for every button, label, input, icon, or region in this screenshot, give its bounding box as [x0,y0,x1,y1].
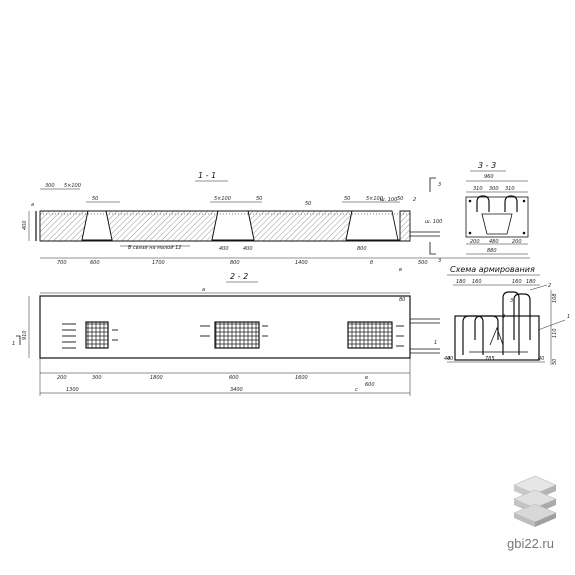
dim-2-910: 910 [22,330,28,340]
dim-bottom-1700: 1700 [152,260,165,266]
scheme-title: Схема армирования [450,265,535,274]
dim-2-200: 200 [57,375,67,381]
dim-2-1800: 1800 [150,375,163,381]
dim-top-50-e: 50 [305,201,311,207]
dim-height-400: 400 [22,220,28,230]
stirrup-a [462,315,484,355]
cavity-2 [211,210,255,241]
dim-bottom-1400: 1400 [295,260,308,266]
mark-s-2: 2 [548,283,551,289]
gbi-logo [512,474,558,528]
dim-bottom-400-b: 400 [243,246,253,252]
dim-top-5x100-a: 5×100 [64,183,81,189]
section-3-3-title: 3 - 3 [478,161,496,170]
dim-s-40-a: 40 [447,356,453,362]
dim-2-40: 40 [444,356,450,362]
dim-2-1300: 1300 [66,387,79,393]
dim-3-310-b: 310 [505,186,515,192]
dim-bottom-800: 800 [230,260,240,266]
annotation-note: В связи на малой 12 [128,245,181,251]
stirrup-c [502,291,520,355]
dim-bottom-600: 600 [90,260,100,266]
dim-top-5x100-c: 5×100 [366,196,383,202]
dim-2-80: 80 [399,297,405,303]
section-3-outline [465,196,529,238]
mark-2: 2 [413,197,416,203]
mark-3-top: 3 [438,182,441,188]
dim-top-50-c: 50 [256,196,262,202]
loop-left [476,195,490,212]
mark-v-1: в [399,267,402,273]
mark-v-2: в [365,375,368,381]
dim-s-50: 50 [552,359,558,365]
dim-3-200-b: 200 [512,239,522,245]
reinforcement-scheme: Схема армирования 180 160 160 180 2 3 4 … [447,265,570,365]
dim-2-1600: 1600 [295,375,308,381]
dim-top-5x100-b: 5×100 [214,196,231,202]
dim-bottom-500: 500 [418,260,428,266]
site-url-watermark[interactable]: gbi22.ru [507,536,554,551]
dim-3-300: 300 [489,186,499,192]
embed-grid-2 [214,321,260,349]
mark-b-1: б [370,260,373,266]
dim-s-180-b: 180 [526,279,536,285]
mark-a: а [31,202,34,208]
dim-3-310-a: 310 [473,186,483,192]
dim-3-880: 880 [487,248,497,254]
dim-bottom-400-a: 400 [219,246,229,252]
section-2-2: 2 - 2 а 80 1 40 910 1 [12,272,450,396]
cavity-3 [345,210,399,241]
stacked-slabs-icon [513,475,557,527]
mark-s-4: 4 [502,314,505,320]
dim-s-180-a: 180 [456,279,466,285]
mark-2-1-left: 1 [12,341,15,347]
mark-3-bottom: 3 [438,258,441,264]
dim-s-110: 110 [552,328,558,338]
stirrup-d [513,293,531,340]
section-2-2-title: 2 - 2 [230,272,248,281]
section-1-1: 1 - 1 300 5×100 50 5×100 50 50 5×100 50 … [22,171,530,273]
inner-trapezoid [481,213,513,235]
section-1-1-title: 1 - 1 [198,171,216,180]
dim-3-960: 960 [484,174,494,180]
mark-s-3: 3 [510,298,513,304]
mark-c: с [355,387,358,393]
loop-right [504,195,518,212]
dim-top-50-f: 50 [397,196,403,202]
label-sh100-a: ш. 100 [380,197,397,203]
embed-grid-1 [85,321,109,349]
dim-2-600-b: 600 [365,382,375,388]
label-sh100-b: ш. 100 [425,219,442,225]
scheme-outline [454,315,540,361]
dim-s-160-a: 160 [472,279,482,285]
dim-2-300: 300 [92,375,102,381]
mark-s-1: 1 [567,314,570,320]
dim-2-3400: 3400 [230,387,243,393]
embed-grid-3 [347,321,393,349]
dim-s-785: 785 [485,356,495,362]
mark-a-2: а [202,287,205,293]
stirrup-b [474,315,499,340]
dim-3-200-a: 200 [470,239,480,245]
dim-top-50-a: 50 [92,196,98,202]
section-3-3: 3 - 3 960 310 300 310 200 480 200 880 [465,161,529,255]
dim-top-300: 300 [45,183,55,189]
dim-bottom-700: 700 [57,260,67,266]
cavity-1 [81,210,113,241]
dim-s-108: 108 [552,293,558,303]
dim-2-600-a: 600 [229,375,239,381]
dim-3-480: 480 [489,239,499,245]
mark-2-1-right: 1 [434,340,437,346]
dim-s-160-b: 160 [512,279,522,285]
dim-bottom-800-b: 800 [357,246,367,252]
dim-top-50-d: 50 [344,196,350,202]
dim-s-40-b: 40 [538,356,544,362]
